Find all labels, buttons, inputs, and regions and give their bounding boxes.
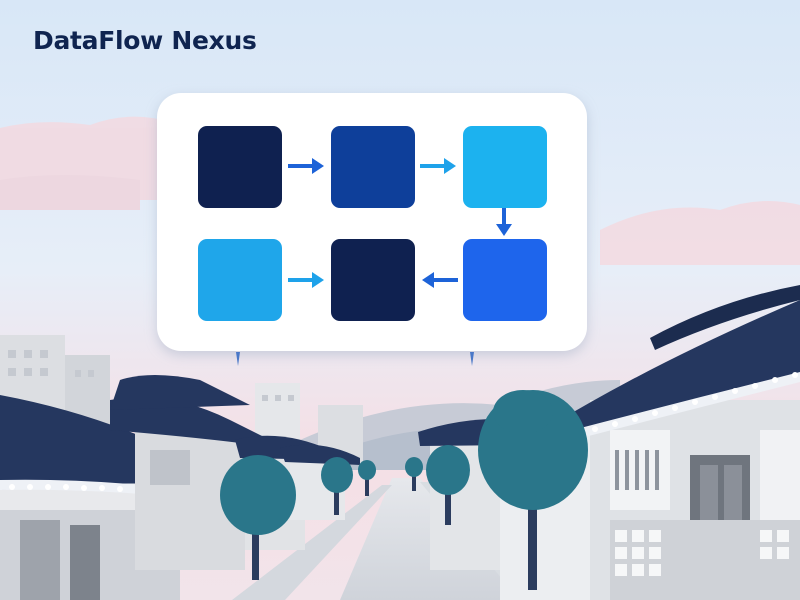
flow-block-4 bbox=[463, 239, 547, 321]
street-trees bbox=[220, 390, 588, 590]
left-sidewalk bbox=[232, 485, 392, 600]
arrow-right-icon bbox=[288, 158, 324, 174]
flow-block-3 bbox=[463, 126, 547, 208]
arrow-right-icon bbox=[288, 272, 324, 288]
arrow-left-icon bbox=[422, 272, 458, 288]
brand-title: DataFlow Nexus bbox=[33, 26, 257, 55]
left-hanok-row bbox=[0, 375, 360, 600]
flow-block-6 bbox=[198, 239, 282, 321]
clouds bbox=[0, 116, 800, 265]
arrow-right-icon bbox=[420, 158, 456, 174]
flow-block-2 bbox=[331, 126, 415, 208]
arrow-down-icon bbox=[496, 208, 512, 236]
flow-block-5 bbox=[331, 239, 415, 321]
flow-diagram bbox=[198, 126, 547, 321]
flow-block-1 bbox=[198, 126, 282, 208]
